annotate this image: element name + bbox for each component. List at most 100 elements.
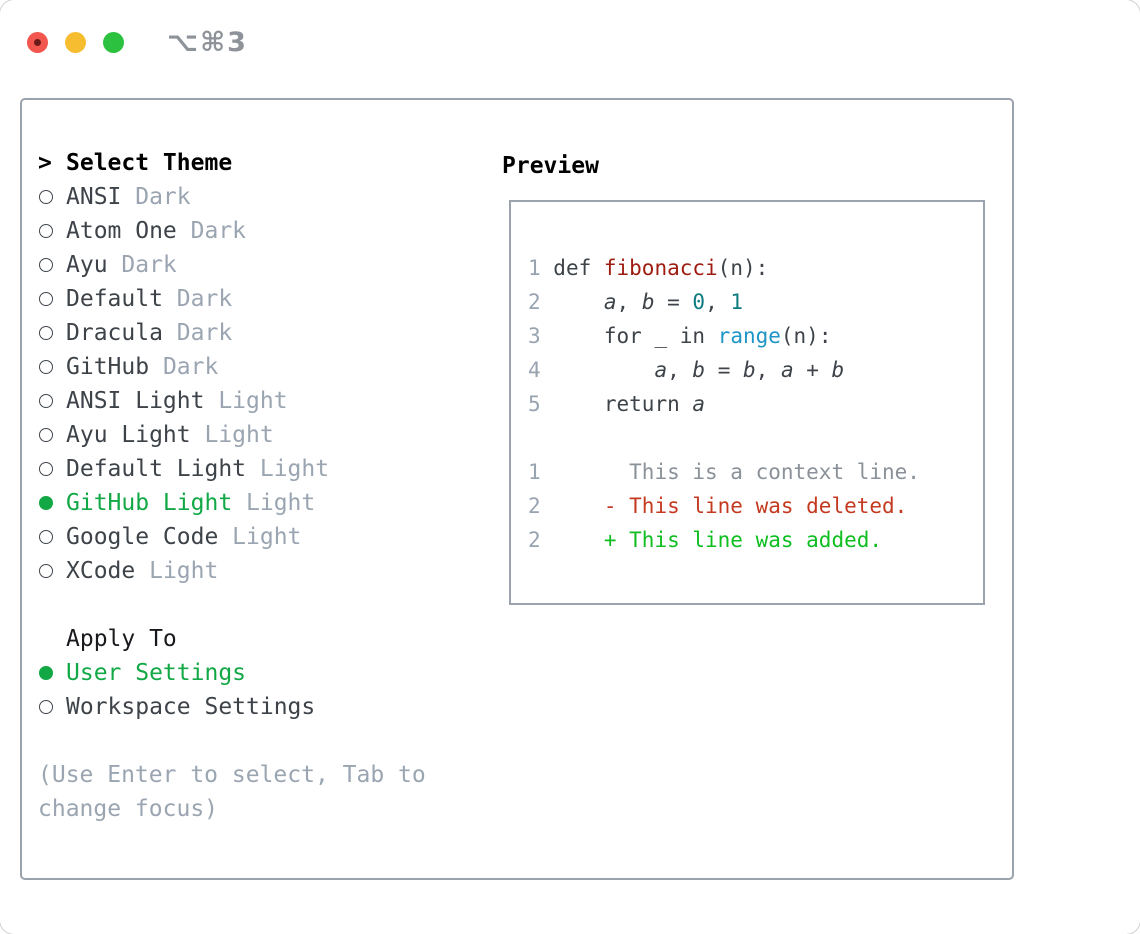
item-label: ANSI Light: [66, 388, 205, 414]
radio-marker: [38, 394, 66, 408]
radio-unselected-icon: [39, 564, 53, 578]
item-tag: Light: [149, 558, 219, 584]
code-segment-code: (n):: [780, 324, 832, 348]
theme-list-header: > Select Theme: [38, 146, 474, 180]
item-tag: Light: [204, 422, 274, 448]
item-label: Ayu: [66, 252, 108, 278]
code-line: [528, 421, 983, 455]
code-segment-builtin: range: [717, 324, 781, 348]
radio-unselected-icon: [39, 394, 53, 408]
radio-unselected-icon: [39, 326, 53, 340]
radio-marker: [38, 326, 66, 340]
item-label: Default: [66, 286, 163, 312]
radio-unselected-icon: [39, 190, 53, 204]
code-line: 2 - This line was deleted.: [528, 489, 983, 523]
radio-unselected-icon: [39, 258, 53, 272]
item-label: Atom One: [66, 218, 177, 244]
item-tag: Dark: [121, 252, 177, 278]
item-tag: Dark: [176, 286, 233, 312]
radio-unselected-icon: [39, 224, 53, 238]
item-label: Google Code: [66, 524, 219, 550]
radio-unselected-icon: [39, 428, 53, 442]
code-segment-code: (n):: [717, 256, 769, 280]
radio-unselected-icon: [39, 700, 53, 714]
code-segment-variable: a: [780, 358, 794, 382]
code-segment-variable: b: [743, 358, 756, 382]
spacer: [38, 588, 474, 622]
line-number: 2: [528, 290, 554, 314]
radio-selected-icon: [39, 496, 53, 510]
item-tag: Light: [246, 490, 316, 516]
line-number: 1: [528, 460, 554, 484]
code-segment-variable: b: [641, 290, 655, 314]
radio-marker: [38, 224, 66, 238]
theme-item-ayu-light[interactable]: Ayu Light Light: [38, 418, 474, 452]
code-segment-code: =: [654, 290, 693, 314]
apply-option-workspace-settings[interactable]: Workspace Settings: [38, 690, 474, 724]
theme-item-dracula[interactable]: Dracula Dark: [38, 316, 474, 350]
preview-title: Preview: [502, 153, 599, 179]
item-label: Dracula: [66, 320, 163, 346]
minimize-button[interactable]: [65, 32, 86, 53]
apply-option-user-settings[interactable]: User Settings: [38, 656, 474, 690]
theme-item-atom-one[interactable]: Atom One Dark: [38, 214, 474, 248]
code-segment-code: def: [553, 256, 604, 280]
radio-marker: [38, 564, 66, 578]
line-number: 1: [528, 256, 554, 280]
code-segment-code: =: [705, 358, 743, 382]
code-line: 2 + This line was added.: [528, 523, 983, 557]
theme-item-default[interactable]: Default Dark: [38, 282, 474, 316]
theme-item-xcode[interactable]: XCode Light: [38, 554, 474, 588]
item-label: Ayu Light: [66, 422, 191, 448]
code-segment-code: [553, 358, 654, 382]
code-segment-variable: b: [831, 358, 845, 382]
code-line: 1 This is a context line.: [528, 455, 983, 489]
item-tag: Dark: [176, 320, 233, 346]
radio-marker: [38, 190, 66, 204]
close-button[interactable]: [27, 32, 48, 53]
code-segment-code: return: [553, 392, 693, 416]
window-title: ⌥⌘3: [167, 27, 248, 58]
theme-item-ayu[interactable]: Ayu Dark: [38, 248, 474, 282]
zoom-button[interactable]: [103, 32, 124, 53]
theme-item-github-light[interactable]: GitHub Light Light: [38, 486, 474, 520]
line-number: 5: [528, 392, 554, 416]
code-segment-code: ,: [616, 290, 642, 314]
code-line: 4 a, b = b, a + b: [528, 353, 983, 387]
radio-marker: [38, 258, 66, 272]
apply-to-header: Apply To: [38, 622, 474, 656]
code-segment-function: fibonacci: [603, 256, 718, 280]
item-label: Workspace Settings: [66, 694, 316, 720]
apply-to-title: Apply To: [66, 626, 177, 652]
item-tag: Dark: [135, 184, 191, 210]
code-segment-code: +: [793, 358, 832, 382]
item-tag: Dark: [190, 218, 247, 244]
radio-marker: [38, 292, 66, 306]
radio-unselected-icon: [39, 530, 53, 544]
code-segment-variable: a: [654, 358, 668, 382]
code-segment-variable: b: [692, 358, 706, 382]
code-segment-variable: a: [603, 290, 617, 314]
title-bar: ⌥⌘3: [27, 27, 248, 58]
code-segment-number: 0: [692, 290, 706, 314]
prompt-caret-icon: >: [38, 150, 52, 176]
code-segment-code: ,: [667, 358, 693, 382]
item-label: GitHub Light: [66, 490, 233, 516]
line-number: 2: [528, 494, 554, 518]
radio-marker: [38, 530, 66, 544]
item-tag: Light: [232, 524, 302, 550]
theme-item-google-code[interactable]: Google Code Light: [38, 520, 474, 554]
code-segment-code: ,: [755, 358, 781, 382]
item-tag: Light: [259, 456, 330, 482]
item-label: XCode: [66, 558, 136, 584]
radio-marker: [38, 360, 66, 374]
